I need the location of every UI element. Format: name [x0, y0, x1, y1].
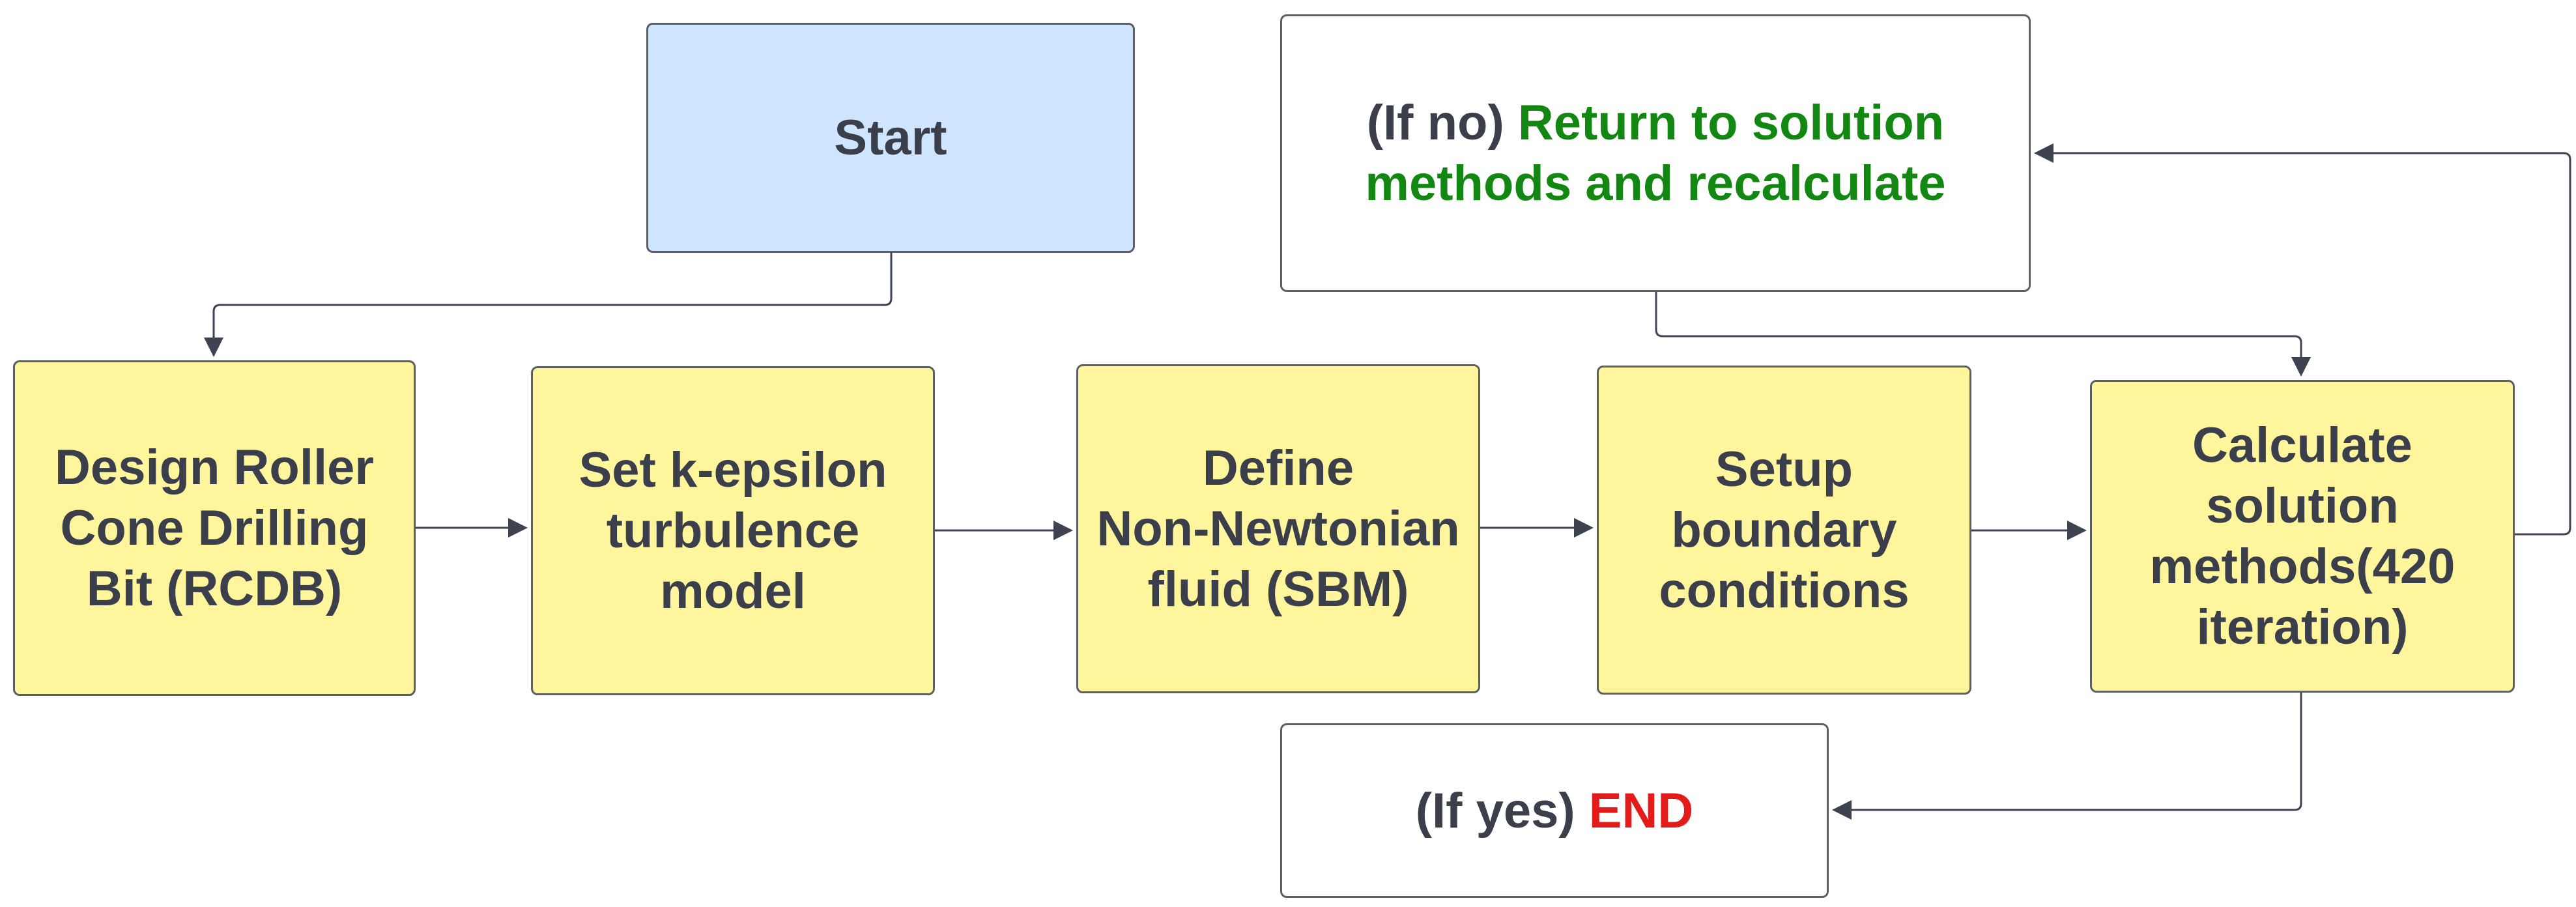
calculate-solution-label: Calculate solution methods(420 iteration…: [2149, 418, 2455, 655]
start-label: Start: [834, 110, 947, 166]
connector-start-to-design: [204, 253, 893, 357]
connector-return-to-calculate: [1655, 292, 2311, 377]
calculate-solution-node: Calculate solution methods(420 iteration…: [2090, 380, 2515, 693]
end-text: END: [1588, 783, 1694, 839]
non-newtonian-fluid-node: Define Non-Newtonian fluid (SBM): [1076, 364, 1480, 693]
start-node: Start: [646, 23, 1135, 253]
if-no-return-node: (If no) Return to solution methods and r…: [1280, 14, 2031, 292]
if-yes-end-node: (If yes) END: [1280, 723, 1829, 898]
if-no-return-label: (If no) Return to solution methods and r…: [1365, 93, 1945, 214]
turbulence-model-node: Set k-epsilon turbulence model: [531, 366, 935, 695]
if-yes-prefix: (If yes): [1415, 783, 1589, 839]
design-rcdb-node: Design Roller Cone Drilling Bit (RCDB): [13, 360, 416, 696]
design-rcdb-label: Design Roller Cone Drilling Bit (RCDB): [55, 440, 374, 616]
turbulence-model-label: Set k-epsilon turbulence model: [579, 442, 887, 619]
connector-calculate-to-return: [2034, 143, 2571, 536]
non-newtonian-fluid-label: Define Non-Newtonian fluid (SBM): [1096, 440, 1460, 617]
boundary-conditions-label: Setup boundary conditions: [1659, 442, 1910, 618]
if-yes-end-label: (If yes) END: [1416, 781, 1694, 841]
return-instruction-text: Return to solution methods and recalcula…: [1365, 95, 1946, 211]
connector-calculate-to-end: [1832, 693, 2302, 820]
boundary-conditions-node: Setup boundary conditions: [1597, 366, 1971, 695]
if-no-prefix: (If no): [1366, 95, 1518, 151]
